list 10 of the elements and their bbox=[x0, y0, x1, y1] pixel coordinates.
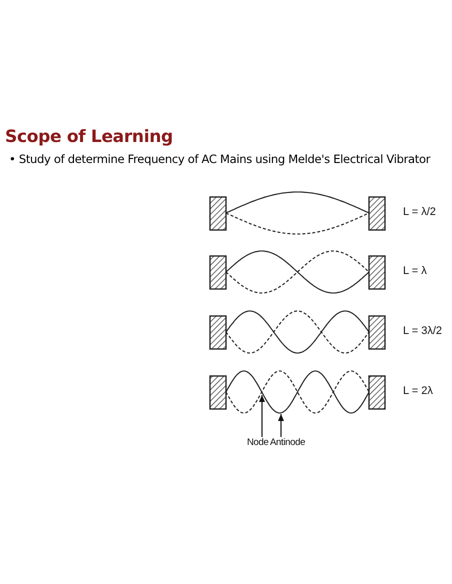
length-label: L = 3λ/2 bbox=[403, 325, 442, 337]
callout-text: Node bbox=[247, 437, 269, 448]
slide-title: Scope of Learning bbox=[5, 127, 173, 147]
leader-line bbox=[278, 414, 284, 437]
length-label: L = λ bbox=[403, 265, 427, 277]
bullet-item: • Study of determine Frequency of AC Mains using Melde's Electrical Vibrator bbox=[9, 152, 430, 166]
leader-line bbox=[259, 395, 265, 437]
length-label: L = 2λ bbox=[403, 385, 433, 397]
callout-text: Antinode bbox=[270, 437, 306, 448]
length-label: L = λ/2 bbox=[403, 206, 436, 218]
